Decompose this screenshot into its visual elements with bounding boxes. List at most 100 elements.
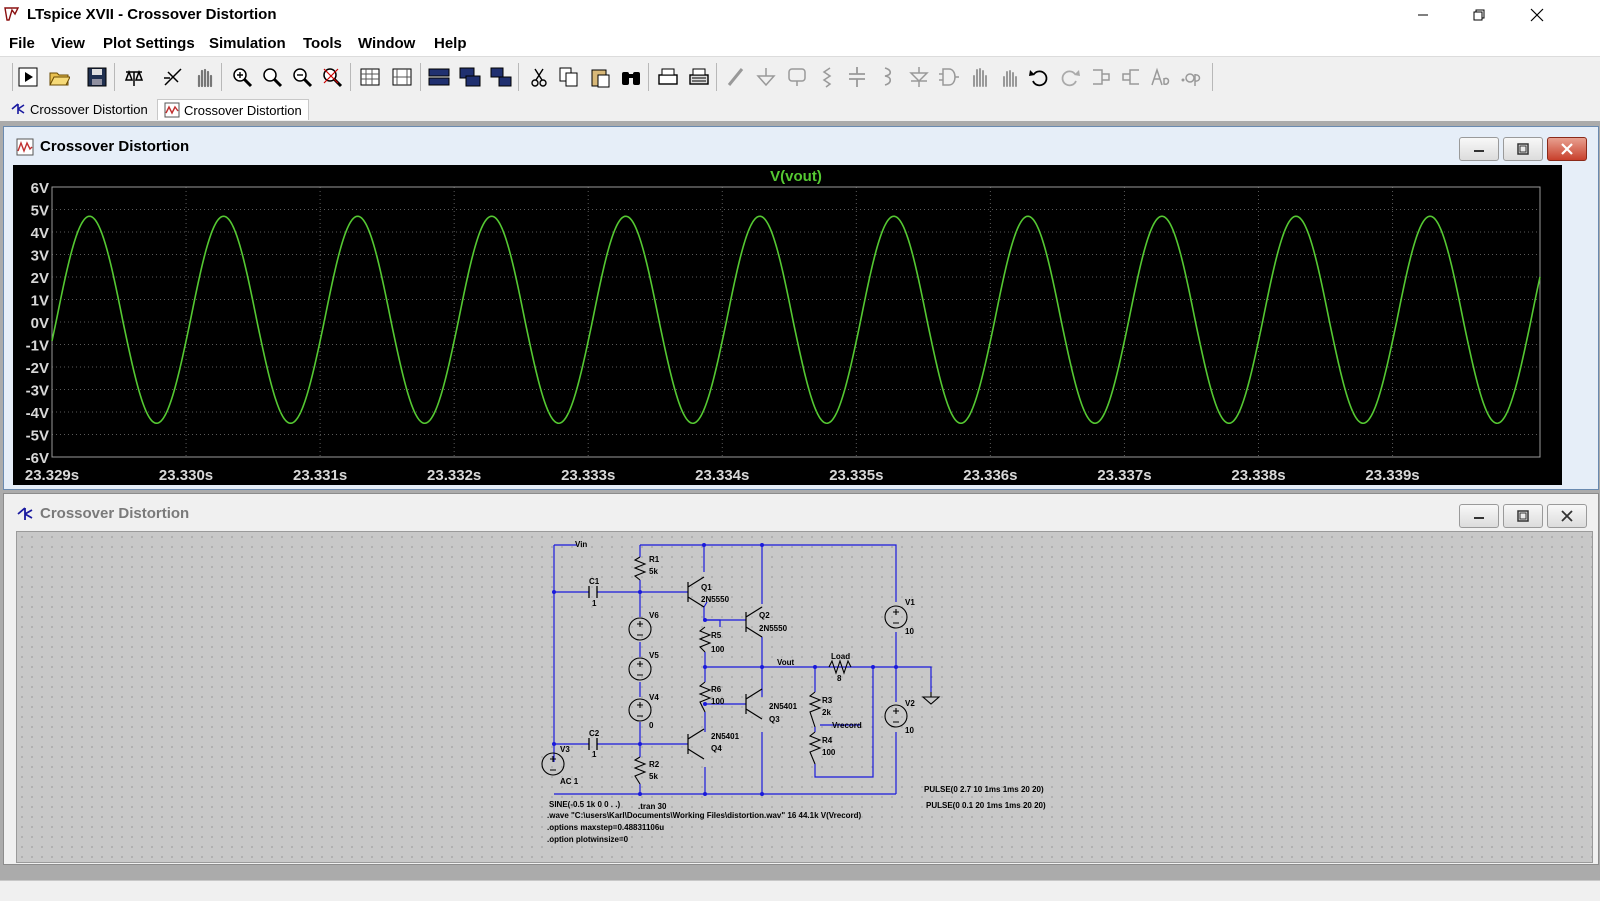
value-r4[interactable]: 100 [822, 748, 836, 757]
ref-c1[interactable]: C1 [589, 577, 600, 586]
zoom-fit-button[interactable] [320, 65, 344, 89]
directive-wave[interactable]: .wave "C:\users\Karl\Documents\Working F… [547, 811, 862, 820]
tile-horizontal-button[interactable] [358, 65, 382, 89]
restore-window-button[interactable] [1456, 0, 1502, 30]
y-tick-label[interactable]: -6V [26, 450, 49, 467]
control-panel-button[interactable] [122, 65, 146, 89]
value-r5[interactable]: 100 [711, 645, 725, 654]
value-q3[interactable]: 2N5401 [769, 702, 798, 711]
x-tick-label[interactable]: 23.339s [1365, 467, 1419, 484]
text-button[interactable] [1149, 65, 1173, 89]
y-tick-label[interactable]: 3V [31, 248, 49, 265]
ref-r1[interactable]: R1 [649, 555, 660, 564]
redo-button[interactable] [1058, 65, 1082, 89]
window-arrange-button[interactable] [489, 65, 513, 89]
copy-button[interactable] [557, 65, 581, 89]
save-button[interactable] [85, 65, 109, 89]
y-tick-label[interactable]: 2V [31, 270, 49, 287]
value-r6[interactable]: 100 [711, 697, 725, 706]
menu-tools[interactable]: Tools [303, 35, 342, 52]
ref-v1[interactable]: V1 [905, 598, 915, 607]
ref-r5[interactable]: R5 [711, 631, 722, 640]
y-tick-label[interactable]: 6V [31, 180, 49, 197]
window-cascade-button[interactable] [458, 65, 482, 89]
plot-close-button[interactable] [1547, 137, 1587, 161]
y-tick-label[interactable]: -2V [26, 360, 49, 377]
y-tick-label[interactable]: 4V [31, 225, 49, 242]
spice-directive-button[interactable] [1179, 65, 1203, 89]
ground-button[interactable] [754, 65, 778, 89]
value-q2[interactable]: 2N5550 [759, 624, 788, 633]
y-tick-label[interactable]: 1V [31, 293, 49, 310]
y-tick-label[interactable]: 0V [31, 315, 49, 332]
ref-q3[interactable]: Q3 [769, 715, 780, 724]
mirror-button[interactable] [1119, 65, 1143, 89]
net-label-vin[interactable]: Vin [575, 540, 587, 549]
paste-button[interactable] [588, 65, 612, 89]
value-c1[interactable]: 1 [592, 599, 597, 608]
net-label-vout[interactable]: Vout [777, 658, 795, 667]
ref-v3[interactable]: V3 [560, 745, 570, 754]
x-tick-label[interactable]: 23.334s [695, 467, 749, 484]
schematic-close-button[interactable] [1547, 504, 1587, 528]
menu-file[interactable]: File [9, 35, 35, 52]
capacitor-button[interactable] [845, 65, 869, 89]
cut-button[interactable] [527, 65, 551, 89]
v3-sine-spec[interactable]: SINE(-0.5 1k 0 0 . .) [549, 800, 620, 809]
close-window-button[interactable] [1514, 0, 1560, 30]
ref-q1[interactable]: Q1 [701, 583, 712, 592]
diode-button[interactable] [907, 65, 931, 89]
ref-r4[interactable]: R4 [822, 736, 833, 745]
label-net-button[interactable] [785, 65, 809, 89]
tab-schematic[interactable]: Crossover Distortion [4, 99, 154, 119]
plot-window-titlebar[interactable]: Crossover Distortion [4, 127, 1598, 163]
ref-q4[interactable]: Q4 [711, 744, 722, 753]
x-tick-label[interactable]: 23.330s [159, 467, 213, 484]
print-button[interactable] [656, 65, 680, 89]
y-tick-label[interactable]: -4V [26, 405, 49, 422]
menu-view[interactable]: View [51, 35, 85, 52]
value-v3[interactable]: AC 1 [560, 777, 579, 786]
zoom-out-button[interactable] [290, 65, 314, 89]
net-label-vrecord[interactable]: Vrecord [832, 721, 862, 730]
x-tick-label[interactable]: 23.335s [829, 467, 883, 484]
menu-window[interactable]: Window [358, 35, 416, 52]
value-v2[interactable]: 10 [905, 726, 914, 735]
run-button[interactable] [16, 65, 40, 89]
value-load[interactable]: 8 [837, 674, 842, 683]
ref-v2[interactable]: V2 [905, 699, 915, 708]
move-button[interactable] [967, 65, 991, 89]
ref-r3[interactable]: R3 [822, 696, 833, 705]
open-button[interactable] [47, 65, 71, 89]
ref-q2[interactable]: Q2 [759, 611, 770, 620]
x-tick-label[interactable]: 23.336s [963, 467, 1017, 484]
value-r1[interactable]: 5k [649, 567, 658, 576]
schematic-canvas[interactable]: Vin Vout Load Vrecord R1 5k C1 1 V6 V5 V… [16, 531, 1593, 863]
ltspice-app-icon[interactable] [4, 6, 20, 22]
component-button[interactable] [937, 65, 961, 89]
x-tick-label[interactable]: 23.333s [561, 467, 615, 484]
y-tick-label[interactable]: -1V [26, 338, 49, 355]
resistor-button[interactable] [815, 65, 839, 89]
schematic-maximize-button[interactable] [1503, 504, 1543, 528]
drag-button[interactable] [997, 65, 1021, 89]
value-q4[interactable]: 2N5401 [711, 732, 740, 741]
value-q1[interactable]: 2N5550 [701, 595, 730, 604]
window-tile-button[interactable] [427, 65, 451, 89]
menu-help[interactable]: Help [434, 35, 467, 52]
schematic-window-titlebar[interactable]: Crossover Distortion [4, 494, 1598, 530]
directive-tran[interactable]: .tran 30 [638, 802, 667, 811]
pick-visible-traces-button[interactable] [161, 65, 185, 89]
menu-plot-settings[interactable]: Plot Settings [103, 35, 195, 52]
value-r2[interactable]: 5k [649, 772, 658, 781]
v1-pulse-spec[interactable]: PULSE(0 2.7 10 1ms 1ms 20 20) [924, 785, 1044, 794]
ref-v4[interactable]: V4 [649, 693, 659, 702]
value-r3[interactable]: 2k [822, 708, 831, 717]
y-tick-label[interactable]: 5V [31, 203, 49, 220]
directive-options[interactable]: .options maxstep=0.48831106u [547, 823, 664, 832]
trace-vout[interactable] [51, 215, 1541, 425]
minimize-window-button[interactable] [1400, 0, 1446, 30]
y-tick-label[interactable]: -5V [26, 428, 49, 445]
trace-title[interactable]: V(vout) [770, 168, 822, 185]
